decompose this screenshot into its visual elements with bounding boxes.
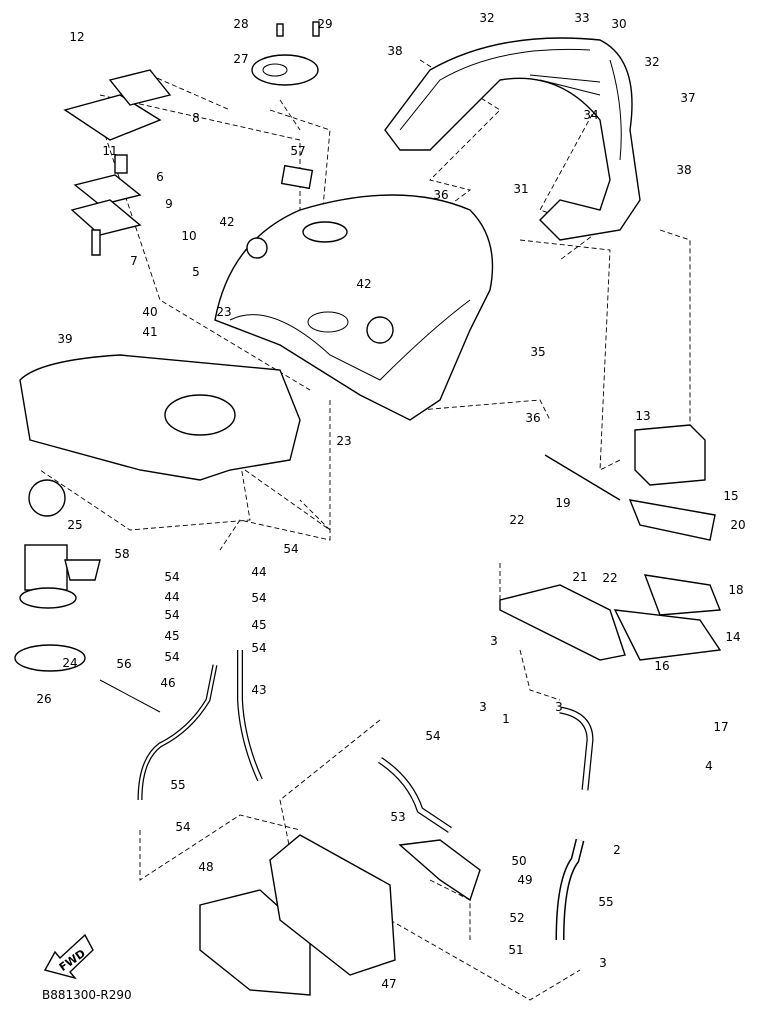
callout-34: 34: [583, 108, 598, 122]
callout-5: 5: [192, 265, 200, 279]
callout-29: 29: [317, 17, 332, 31]
callout-16: 16: [654, 659, 669, 673]
callout-3: 3: [479, 700, 487, 714]
callout-54: 54: [164, 650, 179, 664]
fuel-pump: [14, 479, 101, 672]
callout-22: 22: [602, 571, 617, 585]
callout-24: 24: [62, 656, 77, 670]
callout-32: 32: [479, 11, 494, 25]
callout-21: 21: [572, 570, 587, 584]
callout-36: 36: [525, 411, 540, 425]
callout-12: 12: [69, 30, 84, 44]
callout-39: 39: [57, 332, 72, 346]
callout-55: 55: [598, 895, 613, 909]
callout-4: 4: [705, 759, 713, 773]
callout-36: 36: [433, 188, 448, 202]
callout-31: 31: [513, 182, 528, 196]
tank-bracket: [499, 424, 722, 661]
callout-3: 3: [599, 956, 607, 970]
callout-23: 23: [336, 434, 351, 448]
callout-33: 33: [574, 11, 589, 25]
callout-45: 45: [251, 618, 266, 632]
callout-47: 47: [381, 977, 396, 991]
callout-51: 51: [508, 943, 523, 957]
callout-30: 30: [611, 17, 626, 31]
callout-54: 54: [251, 591, 266, 605]
callout-57: 57: [290, 144, 305, 158]
callout-3: 3: [555, 700, 563, 714]
callout-20: 20: [730, 518, 745, 532]
callout-27: 27: [233, 52, 248, 66]
callout-58: 58: [114, 547, 129, 561]
callout-7: 7: [130, 254, 138, 268]
callout-28: 28: [233, 17, 248, 31]
callout-3: 3: [490, 634, 498, 648]
fwd-arrow: FWD: [43, 933, 94, 980]
callout-42: 42: [356, 277, 371, 291]
callout-1: 1: [502, 712, 510, 726]
callout-44: 44: [164, 590, 179, 604]
callout-46: 46: [160, 676, 175, 690]
callout-6: 6: [156, 170, 164, 184]
callout-15: 15: [723, 489, 738, 503]
callout-54: 54: [175, 820, 190, 834]
callout-56: 56: [116, 657, 131, 671]
callout-54: 54: [283, 542, 298, 556]
callout-19: 19: [555, 496, 570, 510]
callout-54: 54: [425, 729, 440, 743]
callout-54: 54: [164, 608, 179, 622]
fuel-tank: [214, 194, 494, 421]
callout-55: 55: [170, 778, 185, 792]
callout-43: 43: [251, 683, 266, 697]
callout-42: 42: [219, 215, 234, 229]
callout-38: 38: [676, 163, 691, 177]
callout-41: 41: [142, 325, 157, 339]
canister: [199, 834, 481, 996]
callout-50: 50: [511, 854, 526, 868]
callout-14: 14: [725, 630, 740, 644]
callout-44: 44: [251, 565, 266, 579]
callout-37: 37: [680, 91, 695, 105]
callout-8: 8: [192, 111, 200, 125]
tank-liner: [19, 354, 301, 481]
callout-26: 26: [36, 692, 51, 706]
callout-52: 52: [509, 911, 524, 925]
callout-10: 10: [181, 229, 196, 243]
callout-22: 22: [509, 513, 524, 527]
callout-40: 40: [142, 305, 157, 319]
fuel-cap: [251, 21, 320, 86]
seat-cowl: [384, 37, 641, 241]
callout-48: 48: [198, 860, 213, 874]
callout-25: 25: [67, 518, 82, 532]
callout-17: 17: [713, 720, 728, 734]
callout-54: 54: [164, 570, 179, 584]
callout-49: 49: [517, 873, 532, 887]
callout-45: 45: [164, 629, 179, 643]
callout-11: 11: [102, 144, 117, 158]
callout-18: 18: [728, 583, 743, 597]
bracket-parts: [63, 69, 314, 259]
callout-13: 13: [635, 409, 650, 423]
callout-9: 9: [165, 197, 173, 211]
callout-38: 38: [387, 44, 402, 58]
callout-53: 53: [390, 810, 405, 824]
callout-32: 32: [644, 55, 659, 69]
callout-35: 35: [530, 345, 545, 359]
diagram-code: B881300-R290: [42, 988, 132, 1002]
callout-54: 54: [251, 641, 266, 655]
callout-2: 2: [613, 843, 621, 857]
callout-23: 23: [216, 305, 231, 319]
hoses: [99, 650, 594, 941]
